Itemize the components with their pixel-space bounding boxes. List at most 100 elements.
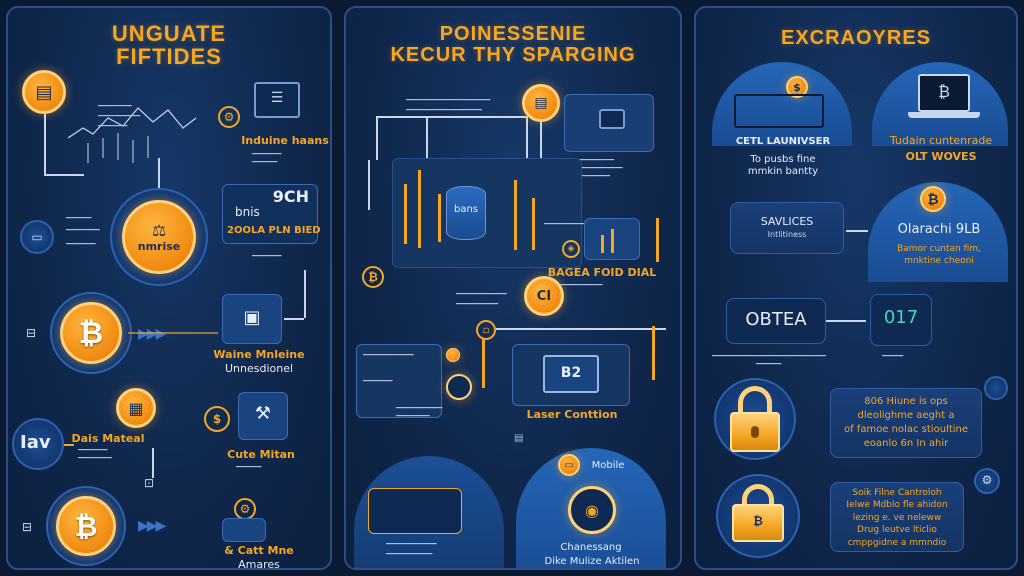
services-box: SAVLICES Intlitiness (730, 202, 844, 254)
lock-small-icon: ⊡ (144, 476, 155, 490)
label-cute: Cute Mitan (227, 448, 295, 461)
trading-panel: ━━━━━━━━━━━━ ━━━━━━━ (356, 344, 442, 418)
dollar-coin-icon: $ (786, 76, 808, 98)
wallet-frame (368, 488, 462, 534)
connector-line (540, 122, 542, 162)
shield-icon: ◈ (562, 240, 580, 258)
bottom-text-3: lezing e. ve neleww (852, 512, 942, 523)
server-label: bans (453, 204, 479, 215)
obtea-text: OBTEA (745, 309, 807, 330)
card-top: 9CH (272, 187, 309, 206)
connector-line (376, 116, 378, 160)
connector-line (496, 328, 666, 330)
padlock-icon-2: ₿ (732, 504, 784, 542)
bitcoin-coin-icon: ₿ (920, 186, 946, 212)
panel-title: UNGUATE FIFTIDES (8, 22, 330, 68)
badge-017: 017 (870, 294, 932, 346)
badge-017-text: 017 (883, 307, 919, 328)
card-orange-text: 2OOLA PLN BIED (227, 225, 321, 236)
clipboard-icon: ▤ (522, 84, 560, 122)
sub-cete-2: mmkin bantty (747, 166, 819, 177)
panel-title: POINESSENIE KECUR THY SPARGING (346, 24, 680, 66)
label-tudain: Tudain cuntenrade (889, 134, 993, 147)
sub-olarachi-2: mnktine cheoni (904, 256, 974, 266)
arrow-right-icon-2: ▶▶▶ (138, 518, 166, 534)
card-text: bnis (235, 205, 260, 219)
network-icon (734, 94, 824, 128)
hub-icon: ⚖ nmrise (122, 200, 196, 274)
small-text: ━━━━━━ (756, 360, 782, 368)
doc-icon: ▤ (514, 433, 524, 444)
chart-bar (656, 218, 659, 262)
small-text: ━━━━━━━ (66, 240, 96, 248)
connector-line (304, 270, 306, 318)
connector-line (368, 160, 370, 210)
settings-icon: ⚙ (218, 106, 240, 128)
lock-ring-icon: ◉ (568, 486, 616, 534)
hash-icon-2: ⊟ (22, 520, 33, 534)
label-dike: Dike Mulize Aktilen (544, 556, 640, 567)
monitor-text: B2 (560, 365, 582, 381)
label-chan: Chanessang (560, 542, 622, 553)
dot-icon (984, 376, 1008, 400)
lock-text-3: of famoe nolac stioultine (843, 424, 969, 435)
small-text: ━━━━━━━━━━━ (386, 550, 433, 558)
chart-bar (404, 184, 407, 244)
tag-halo (12, 418, 64, 470)
small-text: ━━━━━━ (66, 214, 92, 222)
small-text: ━━━━━━━━━━━━━━━━━━━━ (406, 96, 491, 104)
title-line-2: FIFTIDES (116, 44, 222, 70)
panel-center: POINESSENIE KECUR THY SPARGING ━━━━━━━━━… (344, 6, 682, 570)
label-cete: CETL LAUNIVSER (735, 136, 831, 147)
monitor-icon: ☰ (254, 82, 300, 118)
panel-left: UNGUATE FIFTIDES ▤ ━━━━━━━━ ━━━━━━━━━━ ━… (6, 6, 332, 570)
connector-line (846, 230, 868, 232)
small-text: ━━━━━━━━━━ (456, 300, 499, 308)
label-amares: Amares (238, 558, 280, 570)
small-text: ━━━━━━━ (78, 446, 108, 454)
city-backdrop (392, 158, 582, 268)
node-icon: ⚙ (234, 498, 256, 520)
ledger-icon: ▦ (116, 388, 156, 428)
label-cat: & Catt Mne (224, 544, 294, 557)
clock-icon (446, 374, 472, 400)
lock-text-2: dleolighme aeght a (857, 410, 955, 421)
services-title: SAVLICES (760, 215, 814, 228)
small-text: ━━━━━━━━ (66, 226, 100, 234)
connector-line (376, 116, 526, 118)
small-text: ━━━━━━━━━━━━ (386, 540, 437, 548)
small-text: ━━━━━━━━ (396, 412, 430, 420)
label-waine: Waine Mnleine (213, 348, 305, 361)
label-laser: Laser Conttion (526, 408, 618, 421)
chart-bar (652, 326, 655, 380)
small-text: ━━━━━━━ (252, 252, 282, 260)
bar-chart-icon (584, 218, 640, 260)
label-dais: Dais Mateal (71, 432, 145, 445)
title-line-2: KECUR THY SPARGING (390, 44, 636, 66)
chip-icon: ▫ (476, 320, 496, 340)
connector-line (152, 448, 154, 478)
panel-right: EXCRAOYRES $ CETL LAUNIVSER To pusbs fin… (694, 6, 1018, 570)
tools-icon: ⚒ (238, 392, 288, 440)
small-text: ━━━━━━━━━━━━ (456, 290, 507, 298)
lock-text-4: eoanlo 6n In ahir (863, 438, 949, 449)
small-text: ━━━━━━━ (98, 122, 128, 130)
database-icon (446, 186, 486, 240)
coin-icon: ₿ (362, 266, 384, 288)
small-text: ━━━━━━━━━━ (572, 156, 615, 164)
connector-line (128, 332, 218, 334)
laptop-icon: ₿ (918, 74, 970, 112)
info-card: 9CH bnis 2OOLA PLN BIED (222, 184, 321, 244)
lock-shackle-2 (742, 484, 774, 510)
small-text: ━━━━━ (882, 352, 904, 360)
label-induine: Induine haans (241, 134, 329, 147)
laptop-base (908, 112, 980, 118)
small-text: ━━━━━━━━━━━ (396, 404, 443, 412)
label-unmes: Unnesdionel (224, 362, 294, 375)
connector-line (426, 116, 428, 176)
padlock-icon (730, 412, 780, 452)
lock-text-box: 806 Hiune is ops dleolighme aeght a of f… (830, 388, 982, 458)
small-text: ━━━━━━ (252, 158, 278, 166)
mobile-icon: ▭ (558, 454, 580, 476)
label-olarachi: Olarachi 9LB (897, 222, 981, 237)
